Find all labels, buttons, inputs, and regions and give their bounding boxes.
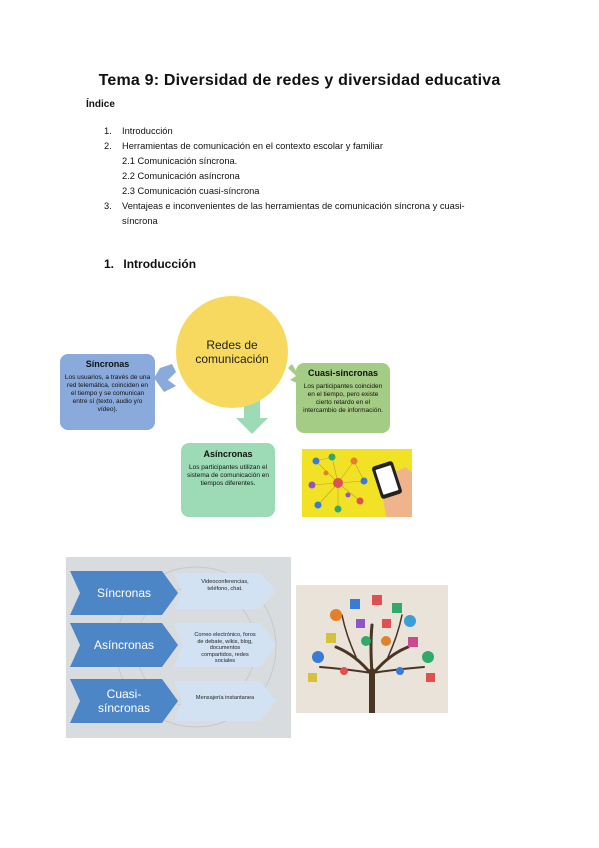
box-text: Los participantes coinciden en el tiempo…	[303, 383, 383, 414]
social-media-tree-image	[296, 585, 448, 713]
sincronas-box: Síncronas Los usuarios, a través de una …	[60, 354, 155, 430]
toc-label-cont: síncrona	[122, 216, 158, 226]
arrow-left	[154, 364, 176, 392]
toc-number: 3.	[104, 201, 112, 211]
toc-label: Introducción	[122, 126, 173, 136]
toc-label: Herramientas de comunicación en el conte…	[122, 141, 383, 151]
cuasi-box: Cuasi-sincronas Los participantes coinci…	[296, 363, 390, 433]
asincronas-box: Asíncronas Los participantes utilizan el…	[181, 443, 275, 517]
toc-item-1[interactable]: 1. Introducción	[104, 124, 173, 139]
detail-arrow	[174, 681, 276, 721]
center-circle: Redes de comunicación	[176, 296, 288, 408]
row-detail: Mensajería instantanea	[195, 695, 255, 701]
toc-item-2-3[interactable]: 2.3 Comunicación cuasi-síncrona	[122, 186, 260, 196]
toc-number: 2.	[104, 141, 112, 151]
diagram2-shapes	[70, 566, 277, 728]
row-label: Síncronas	[96, 586, 152, 600]
phone-network-illustration	[308, 453, 412, 517]
row-label: Cuasi- síncronas	[97, 687, 151, 715]
social-media-tree-illustration	[296, 585, 448, 713]
row-label: Asíncronas	[93, 638, 155, 652]
communication-types-diagram: Síncronas Asíncronas Cuasi- síncronas Vi…	[66, 557, 291, 738]
phone-network-image	[302, 449, 412, 517]
box-title: Síncronas	[85, 359, 130, 369]
detail-arrow	[174, 573, 276, 609]
row-detail: Correo electrónico, foros de debate, wik…	[194, 632, 256, 664]
chevron-asincronas	[70, 623, 178, 667]
detail-arrow	[174, 623, 276, 667]
page-title: Tema 9: Diversidad de redes y diversidad…	[98, 72, 501, 89]
toc-item-2-1[interactable]: 2.1 Comunicación síncrona.	[122, 156, 238, 166]
toc-item-2-2[interactable]: 2.2 Comunicación asíncrona	[122, 171, 240, 181]
box-text: Los participantes utilizan el sistema de…	[186, 464, 269, 487]
index-heading: Índice	[86, 99, 115, 110]
chevron-sincronas	[70, 571, 178, 615]
section-heading: 1. Introducción	[104, 257, 196, 271]
box-text: Los usuarios, a través de una red telemá…	[64, 374, 151, 413]
toc-item-3[interactable]: 3. Ventajeas e inconvenientes de las her…	[104, 199, 524, 226]
toc-label: Ventajeas e inconvenientes de las herram…	[122, 201, 465, 211]
box-title: Cuasi-sincronas	[307, 368, 379, 378]
box-title: Asíncronas	[203, 449, 253, 459]
section-number: 1.	[104, 257, 115, 271]
toc-number: 1.	[104, 126, 112, 136]
row-detail: Videoconferencias, teléfono, chat.	[201, 579, 249, 592]
chevron-cuasi	[70, 679, 178, 723]
section-title: Introducción	[123, 257, 197, 271]
toc-item-2[interactable]: 2. Herramientas de comunicación en el co…	[104, 139, 383, 154]
